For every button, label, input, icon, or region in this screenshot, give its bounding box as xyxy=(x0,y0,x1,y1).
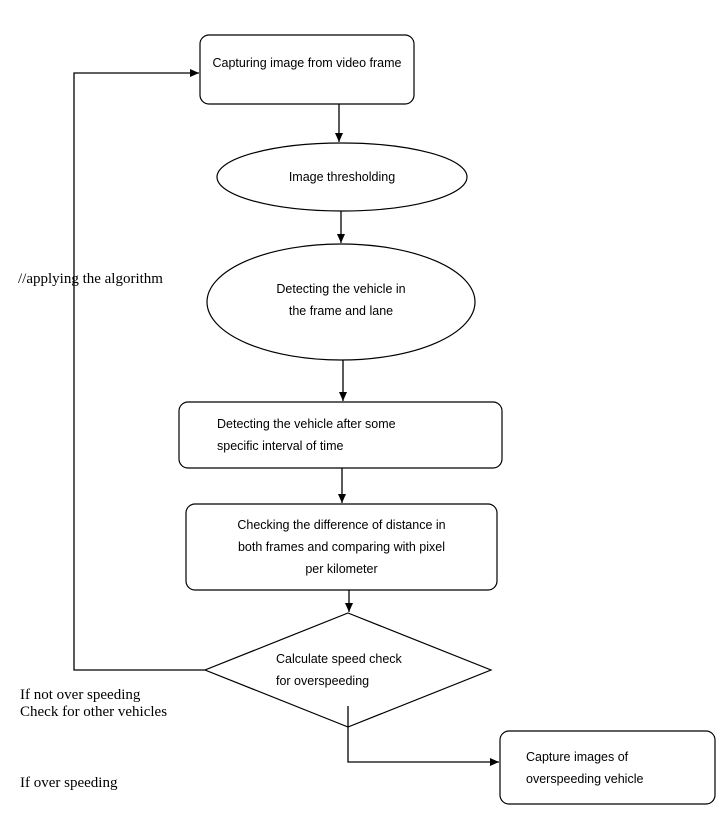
checking-box xyxy=(185,503,498,591)
over-speeding-note: If over speeding xyxy=(20,775,118,791)
threshold-ellipse xyxy=(216,142,468,212)
not-over-speeding-note: If not over speeding xyxy=(20,687,141,703)
loop-back-arrow xyxy=(73,69,205,671)
detect-ellipse xyxy=(206,243,476,361)
capture-over-box xyxy=(499,730,716,805)
check-other-vehicles-note: Check for other vehicles xyxy=(20,704,168,720)
capture-box xyxy=(199,34,415,105)
detect-after-box xyxy=(178,401,503,469)
arrow-decision-to-capture-over xyxy=(347,706,499,766)
algorithm-note: //applying the algorithm xyxy=(18,271,163,287)
